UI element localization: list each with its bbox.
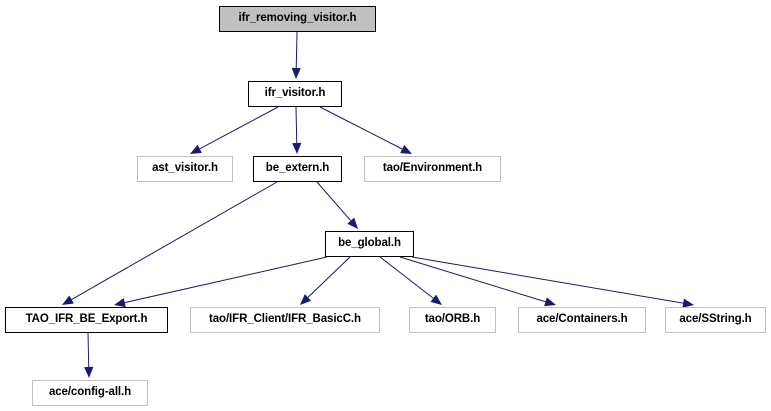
graph-node-ifr_removing_visitor[interactable]: ifr_removing_visitor.h	[219, 6, 376, 32]
edge-line	[295, 31, 298, 69]
graph-node-label: tao/Environment.h	[382, 162, 483, 175]
edge-line	[87, 332, 90, 368]
graph-edge-be_global-to-ace_SString	[411, 256, 694, 308]
graph-node-be_global[interactable]: be_global.h	[325, 231, 414, 257]
graph-node-ace_config_all[interactable]: ace/config-all.h	[32, 380, 148, 406]
graph-edge-ifr_removing_visitor-to-ifr_visitor	[291, 31, 301, 79]
graph-node-label: ast_visitor.h	[152, 162, 218, 175]
edge-arrowhead-icon	[292, 142, 302, 154]
edge-arrowhead-icon	[347, 217, 358, 229]
edge-line	[71, 181, 278, 300]
graph-edge-be_global-to-ace_Containers	[399, 256, 556, 307]
graph-edge-be_extern-to-TAO_IFR_BE_Export	[62, 181, 278, 305]
graph-node-tao_Environment[interactable]: tao/Environment.h	[364, 156, 501, 182]
edge-line	[411, 256, 684, 304]
edge-arrowhead-icon	[682, 298, 694, 308]
graph-node-ast_visitor[interactable]: ast_visitor.h	[137, 156, 233, 182]
graph-node-label: tao/IFR_Client/IFR_BasicC.h	[209, 313, 361, 326]
graph-node-label: ace/Containers.h	[536, 313, 628, 326]
edge-line	[399, 256, 546, 303]
graph-edge-ifr_visitor-to-ast_visitor	[190, 106, 279, 154]
graph-node-TAO_IFR_BE_Export[interactable]: TAO_IFR_BE_Export.h	[5, 307, 168, 333]
edge-arrowhead-icon	[544, 297, 556, 307]
graph-edge-be_extern-to-be_global	[316, 181, 358, 229]
edge-arrowhead-icon	[84, 366, 94, 378]
edge-line	[316, 181, 352, 222]
edge-arrowhead-icon	[291, 67, 301, 79]
graph-node-label: ace/SString.h	[679, 313, 752, 326]
graph-node-label: tao/ORB.h	[424, 313, 481, 326]
graph-node-tao_ORB[interactable]: tao/ORB.h	[409, 307, 496, 333]
edge-line	[307, 256, 351, 298]
graph-node-ifr_visitor[interactable]: ifr_visitor.h	[248, 81, 342, 107]
graph-edge-ifr_visitor-to-be_extern	[292, 106, 302, 154]
graph-node-IFR_BasicC[interactable]: tao/IFR_Client/IFR_BasicC.h	[190, 307, 380, 333]
graph-node-label: ifr_visitor.h	[264, 87, 326, 100]
edge-arrowhead-icon	[300, 294, 312, 305]
edge-line	[124, 256, 328, 304]
graph-node-label: be_extern.h	[265, 162, 330, 175]
edge-arrowhead-icon	[190, 144, 202, 154]
edge-arrowhead-icon	[400, 144, 412, 154]
graph-node-label: be_global.h	[338, 237, 401, 250]
graph-node-label: ace/config-all.h	[48, 386, 132, 399]
edge-arrowhead-icon	[62, 295, 74, 305]
graph-node-label: ifr_removing_visitor.h	[238, 12, 357, 25]
graph-node-ace_Containers[interactable]: ace/Containers.h	[518, 307, 646, 333]
edge-arrowhead-icon	[430, 294, 442, 305]
graph-node-ace_SString[interactable]: ace/SString.h	[665, 307, 766, 333]
graph-node-be_extern[interactable]: be_extern.h	[253, 156, 342, 182]
graph-edge-be_global-to-IFR_BasicC	[300, 256, 351, 305]
graph-edge-be_global-to-TAO_IFR_BE_Export	[114, 256, 328, 308]
edge-line	[199, 106, 279, 150]
graph-node-label: TAO_IFR_BE_Export.h	[25, 313, 148, 326]
graph-edge-ifr_visitor-to-tao_Environment	[319, 106, 412, 154]
graph-edge-TAO_IFR_BE_Export-to-ace_config_all	[84, 332, 94, 378]
edge-line	[379, 256, 434, 299]
edge-line	[319, 106, 403, 150]
graph-edge-be_global-to-tao_ORB	[379, 256, 442, 305]
edge-line	[295, 106, 298, 144]
edge-arrowhead-icon	[114, 298, 126, 308]
